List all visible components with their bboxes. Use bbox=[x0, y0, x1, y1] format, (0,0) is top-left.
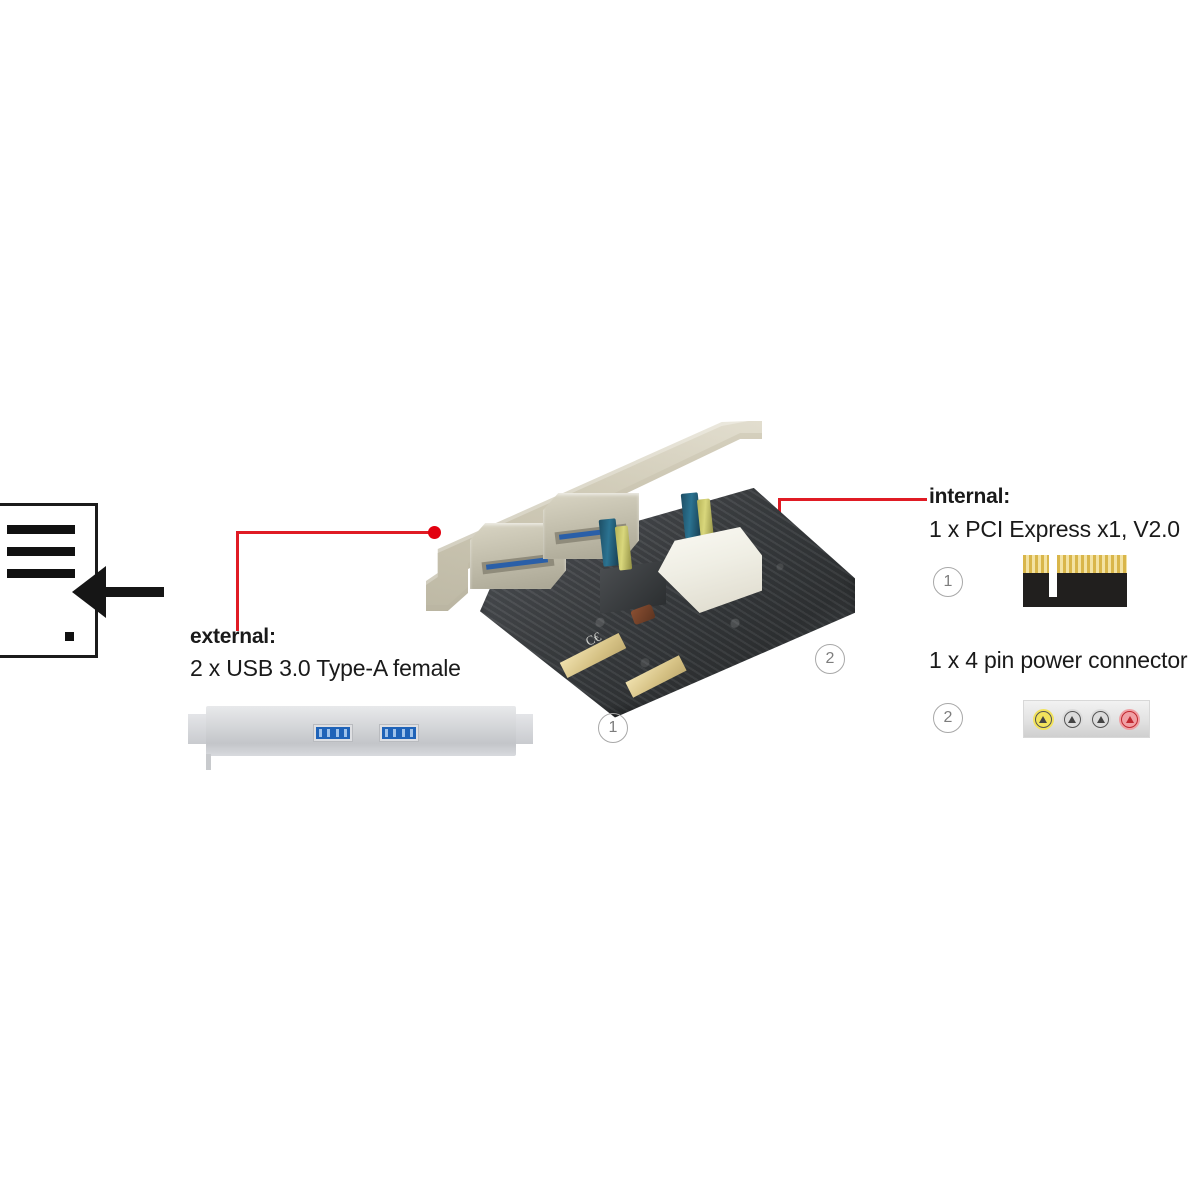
power-header-divider bbox=[1004, 678, 1017, 700]
usb-pin bbox=[384, 729, 388, 737]
power-pin-grey-2 bbox=[1090, 708, 1112, 730]
arrow-shaft bbox=[100, 587, 164, 597]
pcie-edge-connector-icon bbox=[1023, 555, 1127, 607]
pin-glyph bbox=[1068, 715, 1077, 723]
pcie-gold-contacts-long bbox=[1057, 555, 1127, 573]
controller-chip bbox=[600, 560, 666, 614]
legend-marker-2: 2 bbox=[933, 703, 963, 733]
internal-heading: internal: bbox=[929, 485, 1011, 508]
pcie-keying-notch bbox=[1049, 555, 1057, 597]
pin-glyph bbox=[1096, 715, 1105, 723]
bracket-tab-left bbox=[188, 714, 210, 744]
internal-detail: 1 x PCI Express x1, V2.0 bbox=[929, 516, 1180, 542]
pin-ring bbox=[1063, 710, 1081, 728]
external-heading: external: bbox=[190, 625, 276, 648]
board-marker-2: 2 bbox=[815, 644, 845, 674]
pci-express-card-image: C€ bbox=[370, 415, 880, 715]
power-connector-detail: 1 x 4 pin power connector bbox=[929, 647, 1188, 673]
usb-pin bbox=[393, 729, 397, 737]
usb-pin bbox=[410, 729, 414, 737]
pin-glyph bbox=[1125, 715, 1134, 723]
pcie-gold-contacts-short bbox=[1023, 555, 1049, 573]
leader-dot-external bbox=[428, 526, 441, 539]
usb3-type-a-port-icon bbox=[379, 724, 419, 742]
legend-marker-1: 1 bbox=[933, 567, 963, 597]
usb-pin bbox=[344, 729, 348, 737]
usb-blue-insert bbox=[316, 727, 350, 739]
usb-pin bbox=[401, 729, 405, 737]
tower-vent-bar bbox=[7, 525, 75, 534]
left-arrow-icon bbox=[72, 566, 164, 618]
usb-pin bbox=[327, 729, 331, 737]
board-marker-1: 1 bbox=[598, 713, 628, 743]
usb3-type-a-port-icon bbox=[313, 724, 353, 742]
power-pin-yellow bbox=[1032, 708, 1054, 730]
usb-pin bbox=[318, 729, 322, 737]
leader-line-internal-horizontal bbox=[779, 498, 927, 501]
bracket-body bbox=[206, 706, 516, 756]
tower-vent-bar bbox=[7, 569, 75, 578]
usb-pin bbox=[335, 729, 339, 737]
tower-power-led bbox=[65, 632, 74, 641]
pcie-connector-body bbox=[1023, 571, 1127, 607]
leader-line-external-vertical bbox=[236, 533, 239, 631]
usb-blue-insert bbox=[382, 727, 416, 739]
pin-glyph bbox=[1039, 715, 1048, 723]
slot-bracket-front-view bbox=[188, 700, 533, 770]
bracket-tab-right bbox=[511, 714, 533, 744]
power-header-divider bbox=[982, 688, 995, 710]
4-pin-power-connector-icon bbox=[1023, 700, 1150, 738]
pc-tower-icon bbox=[0, 503, 164, 661]
bracket-foot bbox=[206, 754, 211, 770]
power-pin-grey-1 bbox=[1061, 708, 1083, 730]
pin-ring bbox=[1121, 710, 1139, 728]
leader-line-external-horizontal bbox=[236, 531, 434, 534]
external-detail: 2 x USB 3.0 Type-A female bbox=[190, 655, 461, 681]
pin-ring bbox=[1034, 710, 1052, 728]
pin-ring bbox=[1092, 710, 1110, 728]
power-pin-red bbox=[1119, 708, 1141, 730]
tower-vent-bar bbox=[7, 547, 75, 556]
